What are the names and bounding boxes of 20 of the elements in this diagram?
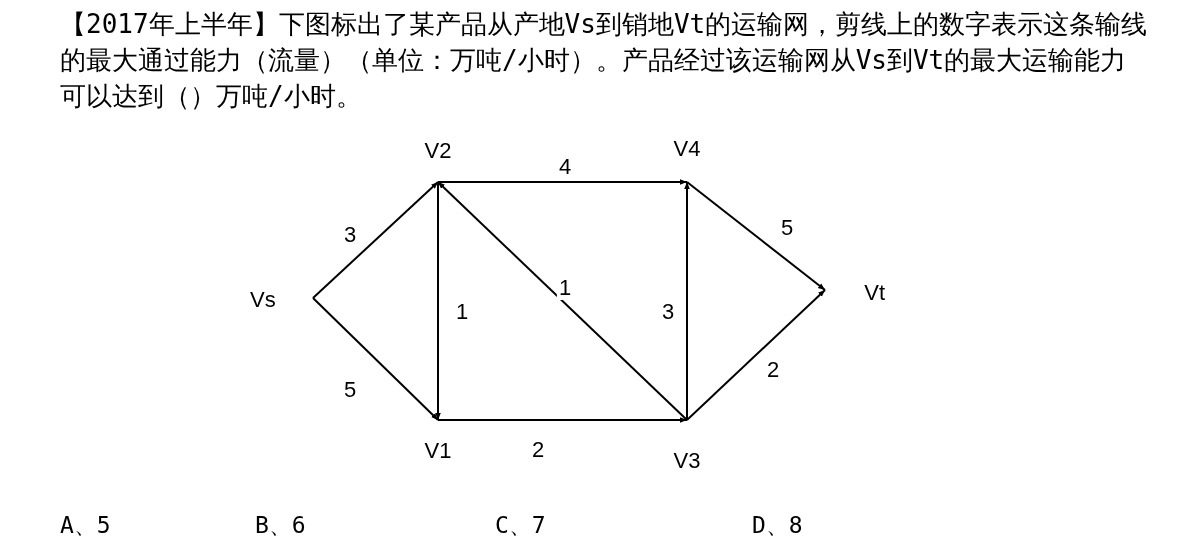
arrow xyxy=(437,181,688,421)
vertex-label: V3 xyxy=(667,420,707,474)
arrow xyxy=(684,181,690,421)
vertex-label: Vs xyxy=(250,285,313,315)
vertex-label: V1 xyxy=(418,420,458,464)
arrow xyxy=(312,297,439,421)
answer-option: D、8 xyxy=(752,510,803,541)
arrow xyxy=(437,179,688,185)
arrow xyxy=(437,417,688,423)
answer-option: C、7 xyxy=(495,510,546,541)
arrow xyxy=(435,181,441,421)
vertex-label: V2 xyxy=(418,138,458,182)
question-text: 【2017年上半年】下图标出了某产品从产地Vs到销地Vt的运输网，剪线上的数字表示这条输线的最大通过能力（流量）（单位：万吨/小时）。产品经过该运输网从Vs到Vt的最大运输能力可以达到（）万吨/小时。 xyxy=(60,8,1149,113)
answer-option: A、5 xyxy=(60,510,111,541)
arrow xyxy=(686,289,826,421)
arrow xyxy=(312,181,439,299)
arrow xyxy=(686,181,826,291)
vertex-label: V4 xyxy=(667,136,707,182)
answer-option: B、6 xyxy=(255,510,306,541)
vertex-label: Vt xyxy=(825,278,885,308)
